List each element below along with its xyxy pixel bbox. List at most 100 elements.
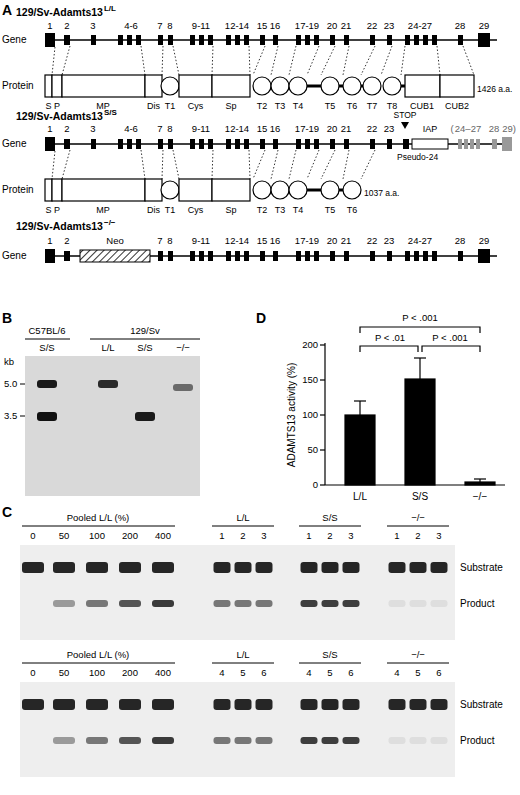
p-value: P < .001 xyxy=(432,333,467,343)
exon-number: 29 xyxy=(479,236,490,246)
row-label: Gene xyxy=(2,139,26,149)
exon-number: 4-6 xyxy=(124,21,138,31)
panel-letter: D xyxy=(256,311,266,325)
domain-label: T1 xyxy=(165,206,176,215)
cassette-label: Neo xyxy=(106,236,123,246)
exon-number: 29 xyxy=(479,21,490,31)
gene-track xyxy=(405,249,490,263)
gene-track xyxy=(412,139,448,149)
exon-number: 24–27 xyxy=(455,124,481,134)
lane-number: 4 xyxy=(219,668,224,678)
exon-number: 8 xyxy=(167,236,172,246)
row-label: Protein xyxy=(2,185,34,195)
axis-tick: 50 xyxy=(307,445,318,455)
lane-number: 2 xyxy=(327,531,332,541)
exon-number: 7 xyxy=(157,124,162,134)
southern-blot xyxy=(173,384,193,391)
lane-number: 3 xyxy=(348,531,353,541)
bar-chart xyxy=(320,344,325,345)
exon-number: 2 xyxy=(64,21,69,31)
domain-label: Dis xyxy=(147,206,160,215)
lane-number: 6 xyxy=(261,668,266,678)
gene-track xyxy=(158,139,392,149)
group-label: Pooled L/L (%) xyxy=(67,650,130,660)
exon-number: 8 xyxy=(167,21,172,31)
gene-track xyxy=(80,250,150,262)
gene-track xyxy=(401,122,409,129)
lane-number: 2 xyxy=(240,531,245,541)
bar-chart xyxy=(320,484,325,485)
bar-chart xyxy=(419,358,420,379)
exon-number: 23 xyxy=(384,124,395,134)
bar-chart xyxy=(320,449,325,450)
genotype-superscript: L/L xyxy=(104,5,116,13)
protein-domains xyxy=(361,75,474,97)
genotype-title: 129/Sv-Adamts13 xyxy=(16,7,103,18)
southern-blot xyxy=(25,339,70,340)
lane-number: 2 xyxy=(415,531,420,541)
genotype-superscript: −/− xyxy=(104,219,116,227)
cleavage-gel xyxy=(22,562,448,573)
genotype-title: 129/Sv-Adamts13 xyxy=(16,111,103,122)
lane-number: 400 xyxy=(155,668,171,678)
p-value: P < .001 xyxy=(402,313,437,323)
domain-label: S xyxy=(45,206,51,215)
southern-blot xyxy=(25,356,200,496)
exon-number: 2 xyxy=(64,124,69,134)
domain-label: T1 xyxy=(165,102,176,111)
gene-track xyxy=(492,139,497,149)
domain-label: T3 xyxy=(275,206,286,215)
insertion-label: IAP xyxy=(423,125,438,134)
gene-track xyxy=(45,33,497,75)
cleavage-gel xyxy=(22,526,449,527)
axis-tick: 100 xyxy=(302,410,318,420)
exon-number: 15 xyxy=(257,124,268,134)
gene-track xyxy=(158,251,392,261)
exon-number: 20 xyxy=(327,124,338,134)
exon-number: 1 xyxy=(47,21,52,31)
cleavage-gel xyxy=(22,699,448,710)
row-label: Gene xyxy=(2,35,26,45)
bar-chart xyxy=(465,482,495,485)
bar-chart xyxy=(345,415,375,485)
domain-label: Cys xyxy=(188,206,204,215)
exon-number: 3 xyxy=(90,21,95,31)
lane-number: 50 xyxy=(59,668,70,678)
exon-number: 17-19 xyxy=(295,21,319,31)
gene-track xyxy=(470,139,474,149)
band-label: Substrate xyxy=(460,700,503,710)
gene-track xyxy=(91,35,141,45)
protein-domains xyxy=(45,179,361,201)
exon-number: 23 xyxy=(384,21,395,31)
exon-number: 16 xyxy=(270,21,281,31)
exon-number: 9-11 xyxy=(192,124,210,134)
domain-label: T5 xyxy=(325,206,336,215)
protein-length: 1037 a.a. xyxy=(364,189,399,198)
lane-number: 200 xyxy=(122,668,138,678)
bar-chart xyxy=(320,327,505,485)
gene-track xyxy=(45,137,70,151)
domain-label: T7 xyxy=(367,102,378,111)
gene-track xyxy=(502,137,512,151)
southern-blot xyxy=(37,380,57,388)
cleavage-gel xyxy=(53,737,448,744)
domain-label: T3 xyxy=(275,102,286,111)
axis-tick: 0 xyxy=(313,480,318,490)
group-label: L/L xyxy=(236,513,249,523)
lane-number: 0 xyxy=(30,531,35,541)
bar-chart xyxy=(414,357,426,358)
bar-chart xyxy=(405,379,435,485)
domain-label: T6 xyxy=(347,102,358,111)
southern-blot xyxy=(20,416,25,417)
exon-number: 9-11 xyxy=(192,21,210,31)
bar-chart xyxy=(354,400,366,401)
gene-track xyxy=(45,249,70,263)
exon-number: 3 xyxy=(90,124,95,134)
panel-letter: A xyxy=(2,3,12,17)
lane-label: S/S xyxy=(39,343,54,353)
lane-number: 4 xyxy=(394,668,399,678)
exon-number: 16 xyxy=(270,124,281,134)
southern-blot xyxy=(20,384,25,385)
gene-track xyxy=(52,150,375,179)
exon-number: 28 xyxy=(455,236,466,246)
